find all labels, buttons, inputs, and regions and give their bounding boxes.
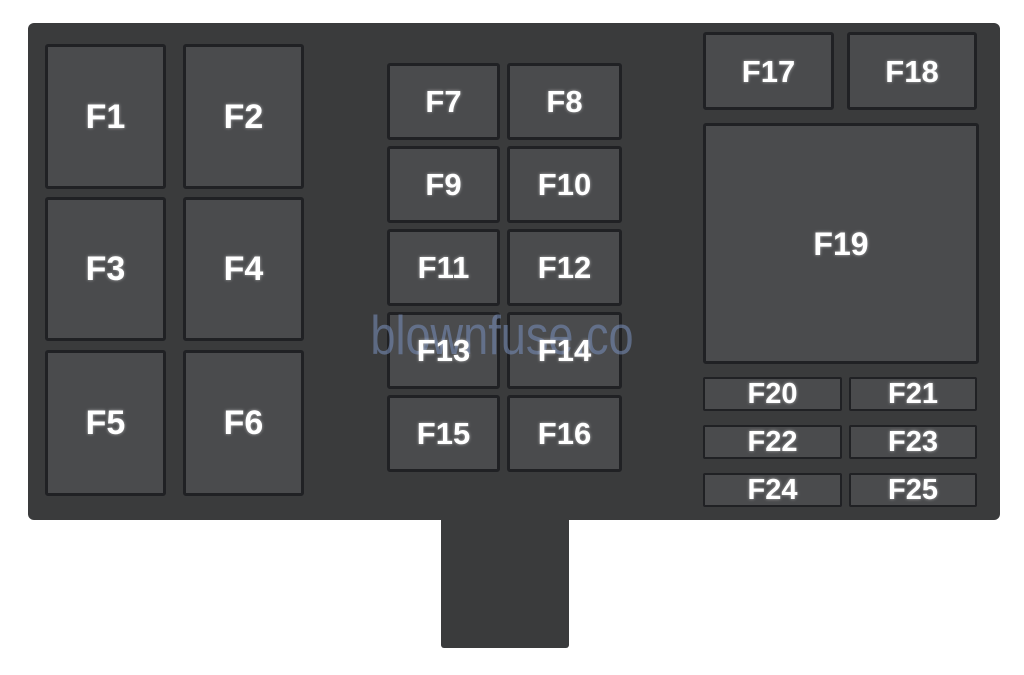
fuse-f1: F1 <box>45 44 166 189</box>
fuse-f1-label: F1 <box>85 97 126 136</box>
fuse-f23: F23 <box>849 425 977 459</box>
fuse-f12: F12 <box>507 229 622 306</box>
fuse-f25: F25 <box>849 473 977 507</box>
fuse-f9: F9 <box>387 146 500 223</box>
fuse-f13-label: F13 <box>416 333 471 368</box>
fuse-f13: F13 <box>387 312 500 389</box>
fuse-f16-label: F16 <box>537 416 592 451</box>
fuse-f21: F21 <box>849 377 977 411</box>
fuse-f20-label: F20 <box>747 377 798 410</box>
fuse-f7: F7 <box>387 63 500 140</box>
fuse-f6: F6 <box>183 350 304 496</box>
fuse-f20: F20 <box>703 377 842 411</box>
fuse-f17: F17 <box>703 32 834 110</box>
fuse-f18: F18 <box>847 32 977 110</box>
fuse-f4: F4 <box>183 197 304 341</box>
fuse-f3: F3 <box>45 197 166 341</box>
fuse-f22-label: F22 <box>747 425 798 458</box>
fuse-f2: F2 <box>183 44 304 189</box>
fuse-f2-label: F2 <box>223 97 264 136</box>
fuse-f8-label: F8 <box>546 84 583 119</box>
fuse-f15-label: F15 <box>416 416 471 451</box>
fuse-f16: F16 <box>507 395 622 472</box>
fuse-f24: F24 <box>703 473 842 507</box>
fuse-f19-label: F19 <box>813 225 869 262</box>
fuse-f12-label: F12 <box>537 250 592 285</box>
fuse-f10-label: F10 <box>537 167 592 202</box>
fuse-f5: F5 <box>45 350 166 496</box>
fuse-f24-label: F24 <box>747 473 798 506</box>
fuse-f10: F10 <box>507 146 622 223</box>
fuse-f7-label: F7 <box>425 84 462 119</box>
fuse-f21-label: F21 <box>888 377 938 410</box>
fuse-f6-label: F6 <box>223 404 264 442</box>
fuse-f9-label: F9 <box>425 167 462 202</box>
fuse-f11-label: F11 <box>417 250 470 285</box>
fuse-f14: F14 <box>507 312 622 389</box>
fuse-f23-label: F23 <box>888 425 938 458</box>
fuse-f15: F15 <box>387 395 500 472</box>
fuse-f11: F11 <box>387 229 500 306</box>
fuse-f18-label: F18 <box>885 53 939 89</box>
fuse-f4-label: F4 <box>223 250 264 288</box>
fusebox-bottom-tab <box>441 515 569 648</box>
fuse-f14-label: F14 <box>537 333 592 368</box>
fuse-f17-label: F17 <box>741 53 796 89</box>
fuse-f25-label: F25 <box>888 473 938 506</box>
fuse-f3-label: F3 <box>85 250 126 288</box>
fuse-f22: F22 <box>703 425 842 459</box>
fuse-f8: F8 <box>507 63 622 140</box>
fuse-f5-label: F5 <box>85 404 126 442</box>
fuse-f19: F19 <box>703 123 979 364</box>
